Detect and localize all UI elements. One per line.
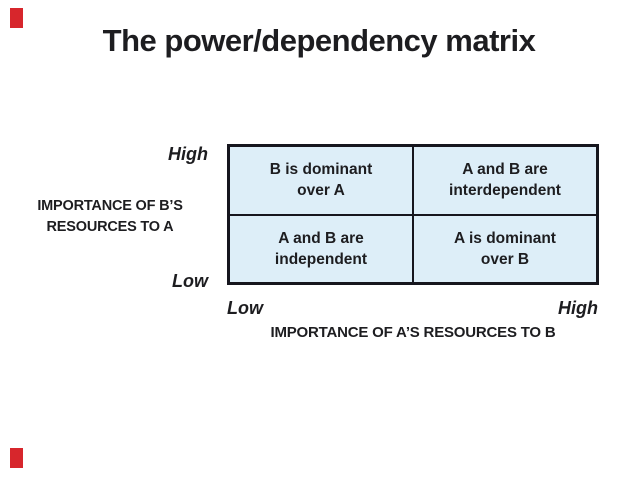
x-axis-title: IMPORTANCE OF A’S RESOURCES TO B (270, 324, 556, 341)
quadrant-text-line2: interdependent (449, 182, 561, 200)
quadrant-text-line2: independent (274, 250, 368, 268)
slide-title: The power/dependency matrix (102, 23, 536, 58)
y-axis-title: IMPORTANCE OF B’S RESOURCES TO A (15, 196, 205, 238)
quadrant-text-line1: A is dominant (454, 229, 556, 247)
quadrant-text-line1: A and B are (278, 229, 364, 247)
y-axis-low-label: Low (172, 271, 208, 291)
power-dependency-matrix: B is dominant over A A and B are interde… (227, 144, 599, 285)
y-axis-title-line1: IMPORTANCE OF B’S (37, 198, 183, 214)
quadrant-text-line2: over B (480, 250, 530, 268)
quadrant-a-b-independent: A and B are independent (229, 214, 413, 283)
quadrant-b-dominant-over-a: B is dominant over A (229, 146, 413, 215)
red-corner-mark-bottom-left (10, 448, 23, 468)
quadrant-text-line1: B is dominant (269, 161, 373, 179)
x-axis-high-label: High (558, 298, 598, 318)
quadrant-text-line1: A and B are (462, 161, 548, 179)
y-axis-title-line2: RESOURCES TO A (46, 219, 174, 235)
quadrant-text-line2: over A (297, 182, 345, 200)
quadrant-a-dominant-over-b: A is dominant over B (413, 214, 597, 283)
red-corner-mark-top-left (10, 8, 23, 28)
quadrant-a-b-interdependent: A and B are interdependent (413, 146, 597, 215)
x-axis-low-label: Low (227, 298, 263, 318)
y-axis-high-label: High (168, 144, 208, 164)
